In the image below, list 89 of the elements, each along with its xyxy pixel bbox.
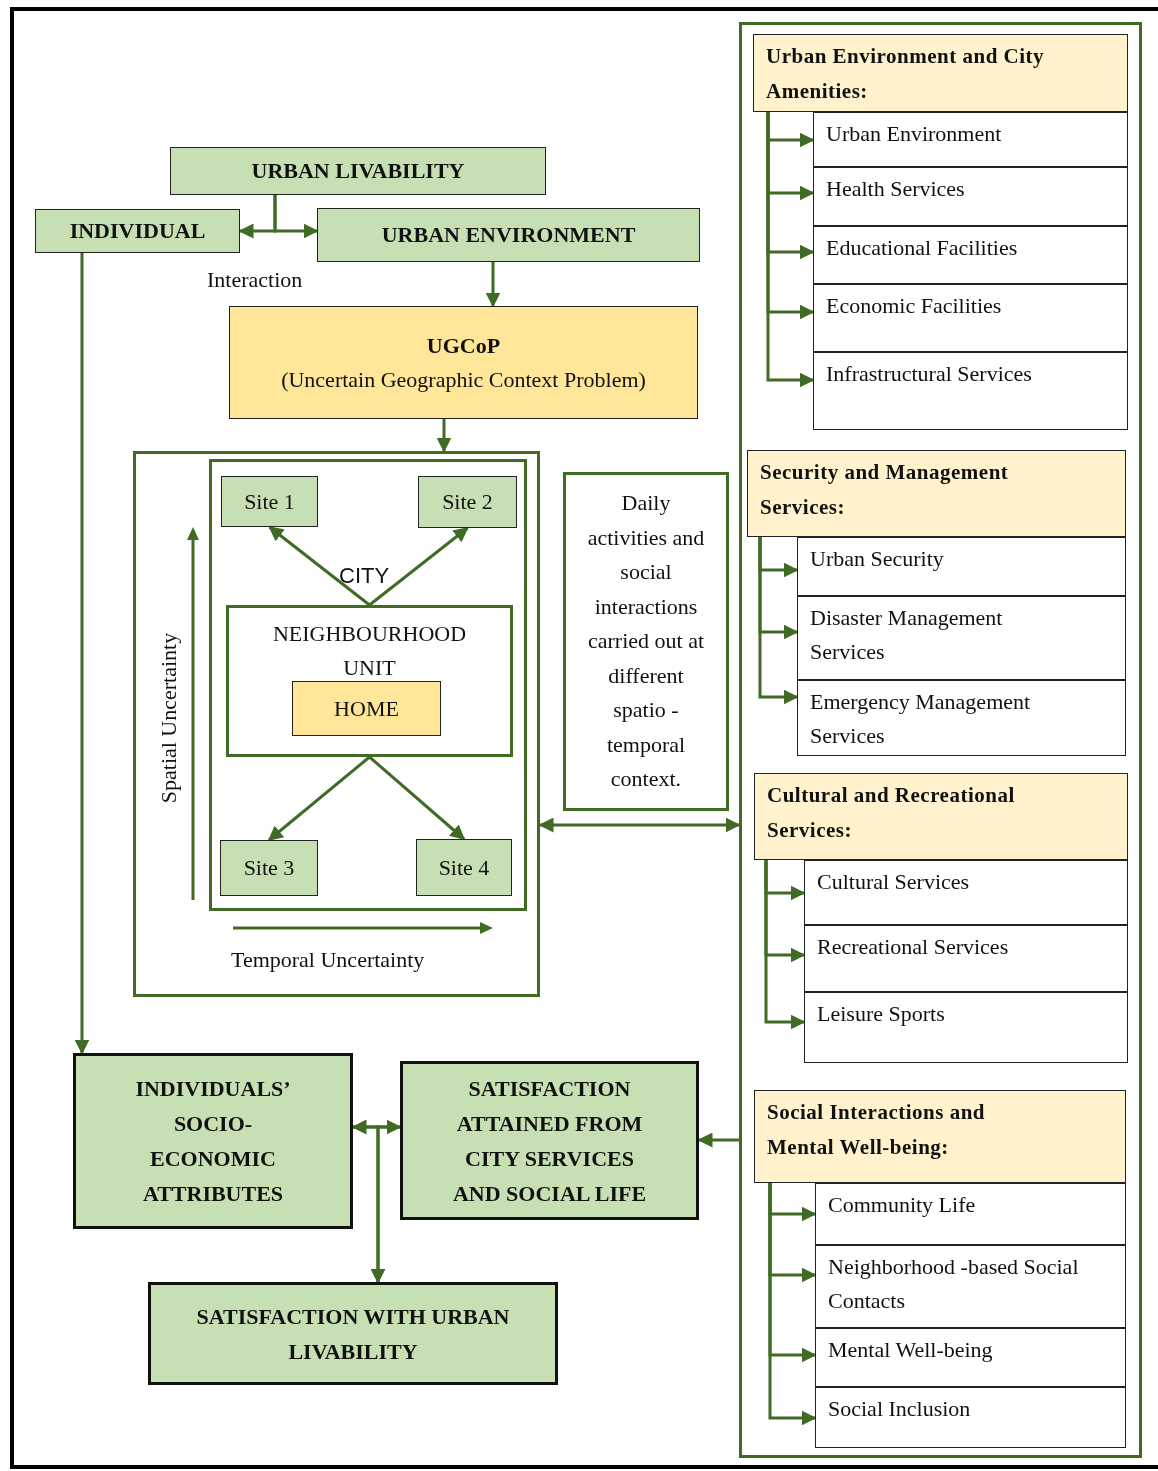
service-label: Infrastructural Services bbox=[826, 360, 1033, 388]
note-text: Daily activities and social interactions carried out at different spatio - temporal context. bbox=[586, 489, 706, 794]
arrow bbox=[370, 1125, 400, 1284]
home-label: HOME bbox=[334, 694, 399, 723]
box-label: (Uncertain Geographic Context Problem) bbox=[281, 365, 646, 394]
neighbourhood-label: NEIGHBOURHOOD UNIT bbox=[271, 620, 468, 682]
service-item bbox=[815, 1387, 1126, 1448]
neighbourhood-box bbox=[226, 605, 513, 757]
concept-box bbox=[35, 209, 240, 253]
uncertainty-frame bbox=[133, 451, 540, 997]
category-title: Urban Environment and City Amenities: bbox=[766, 43, 1046, 105]
service-label: Leisure Sports bbox=[817, 1000, 946, 1028]
city-frame bbox=[209, 459, 527, 911]
arrow bbox=[368, 526, 469, 607]
service-label: Urban Security bbox=[810, 545, 945, 573]
service-item bbox=[815, 1245, 1126, 1328]
category-header bbox=[753, 34, 1128, 112]
box-label: SATISFACTION ATTAINED FROM CITY SERVICES AND SOCIAL LIFE bbox=[451, 1074, 648, 1208]
outcome-box bbox=[148, 1282, 558, 1385]
service-label: Social Inclusion bbox=[828, 1395, 972, 1423]
concept-box bbox=[317, 208, 700, 262]
service-item bbox=[813, 112, 1128, 167]
arrow bbox=[766, 112, 815, 388]
category-title: Social Interactions and Mental Well-being: bbox=[767, 1099, 986, 1161]
service-item bbox=[797, 596, 1126, 680]
service-item bbox=[813, 284, 1128, 352]
arrow bbox=[758, 537, 799, 705]
service-label: Neighborhood -based Social Contacts bbox=[828, 1253, 1080, 1315]
service-item bbox=[813, 352, 1128, 430]
category-title: Security and Management Services: bbox=[760, 459, 1010, 521]
service-item bbox=[804, 860, 1128, 925]
arrow bbox=[267, 755, 371, 842]
interaction-label: Interaction bbox=[207, 266, 303, 294]
box-title: UGCoP bbox=[426, 331, 501, 360]
service-label: Economic Facilities bbox=[826, 292, 1003, 320]
box-label: URBAN ENVIRONMENT bbox=[381, 221, 636, 249]
site-label: Site 3 bbox=[243, 854, 295, 882]
arrow bbox=[764, 860, 806, 1030]
service-label: Mental Well-being bbox=[828, 1336, 994, 1364]
service-label: Cultural Services bbox=[817, 868, 971, 896]
box-label: INDIVIDUAL bbox=[69, 217, 206, 245]
service-item bbox=[804, 992, 1128, 1063]
site-label: Site 4 bbox=[438, 853, 490, 882]
service-label: Community Life bbox=[828, 1191, 977, 1219]
service-item bbox=[797, 537, 1126, 596]
arrow bbox=[436, 419, 452, 453]
arrow bbox=[697, 1132, 739, 1148]
arrow bbox=[485, 262, 501, 308]
site-box bbox=[416, 839, 512, 896]
arrow bbox=[368, 755, 466, 841]
box-label: URBAN LIVABILITY bbox=[251, 157, 465, 185]
problem-box bbox=[229, 306, 698, 419]
service-label: Urban Environment bbox=[826, 120, 1003, 148]
arrow bbox=[768, 1183, 817, 1426]
outcome-box bbox=[73, 1053, 353, 1229]
arrow bbox=[273, 195, 319, 239]
service-label: Health Services bbox=[826, 175, 966, 203]
arrow bbox=[268, 525, 371, 607]
city-label: CITY bbox=[339, 562, 390, 590]
service-item bbox=[813, 226, 1128, 284]
service-label: Disaster Management Services bbox=[810, 604, 1004, 666]
service-item bbox=[815, 1183, 1126, 1245]
service-item bbox=[804, 925, 1128, 992]
axis-label: Spatial Uncertainty bbox=[155, 631, 182, 806]
services-panel bbox=[739, 22, 1142, 1458]
service-label: Emergency Management Services bbox=[810, 688, 1032, 750]
site-label: Site 2 bbox=[442, 488, 493, 516]
site-box bbox=[221, 476, 318, 527]
home-box bbox=[292, 681, 441, 736]
service-item bbox=[813, 167, 1128, 226]
service-label: Educational Facilities bbox=[826, 234, 1019, 262]
concept-box bbox=[170, 147, 546, 195]
service-item bbox=[797, 680, 1126, 756]
category-header bbox=[754, 773, 1128, 860]
outcome-box bbox=[400, 1061, 699, 1220]
arrow bbox=[74, 253, 90, 1055]
category-title: Cultural and Recreational Services: bbox=[767, 782, 1016, 844]
category-header bbox=[754, 1090, 1126, 1183]
box-label: SATISFACTION WITH URBAN LIVABILITY bbox=[195, 1302, 511, 1366]
site-box bbox=[418, 476, 517, 528]
axis-label: Temporal Uncertainty bbox=[231, 946, 425, 974]
site-box bbox=[220, 840, 318, 896]
service-item bbox=[815, 1328, 1126, 1387]
category-header bbox=[747, 450, 1126, 537]
arrow bbox=[538, 817, 741, 833]
note-box bbox=[563, 472, 729, 811]
service-label: Recreational Services bbox=[817, 933, 1010, 961]
site-label: Site 1 bbox=[244, 487, 295, 516]
box-label: INDIVIDUALS’ SOCIO-ECONOMIC ATTRIBUTES bbox=[134, 1075, 292, 1208]
